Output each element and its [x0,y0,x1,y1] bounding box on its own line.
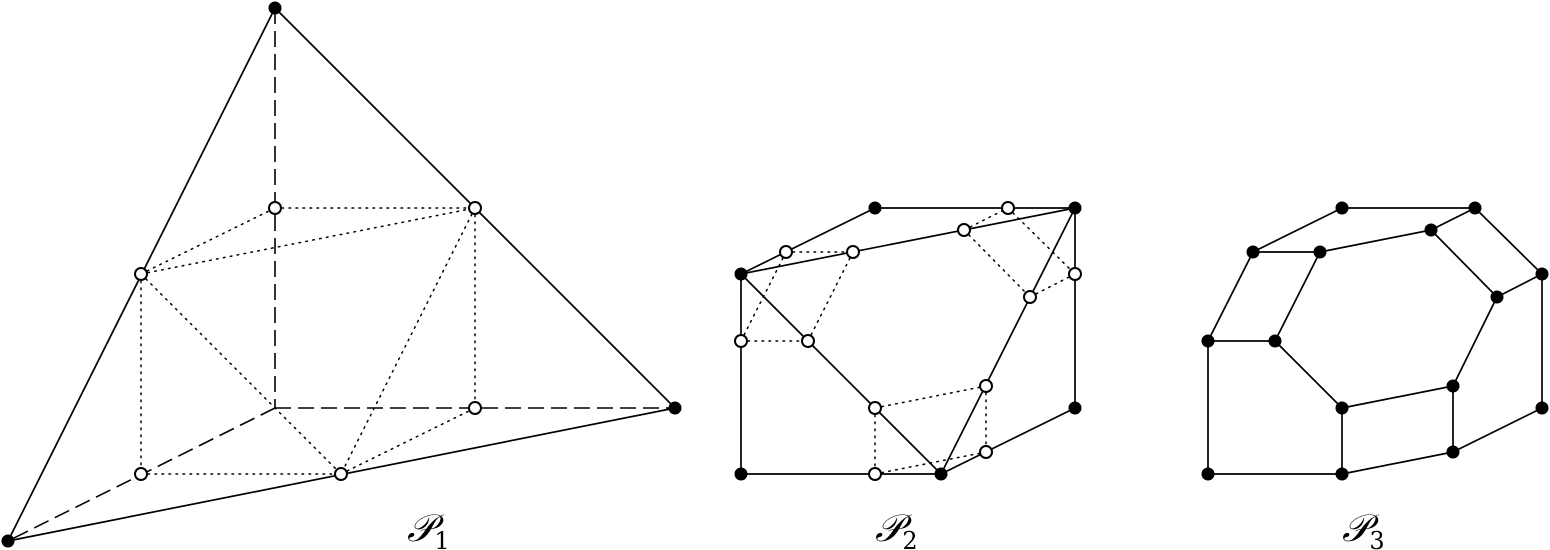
inner-edge [340,407,476,475]
vertex-filled [1335,467,1349,481]
edge [740,273,942,475]
edge [1319,229,1432,253]
edge [940,207,1076,475]
label-p1: 𝒫1 [407,506,450,550]
inner-edge [340,207,476,475]
vertex-filled [1424,223,1438,237]
vertex-filled [1490,290,1504,304]
inner-edge [740,251,787,342]
inner-edge [963,229,1031,298]
edge [1274,340,1343,409]
polytope-p3: 𝒫3 [1201,201,1549,550]
edge [740,207,876,275]
inner-edge [140,273,342,475]
vertex-open [846,245,860,259]
vertex-filled [734,467,748,481]
vertex-open [979,379,993,393]
edge [1207,251,1254,342]
vertex-filled [868,201,882,215]
edge [1274,251,1321,342]
inner-edge [874,385,987,409]
vertex-filled [1068,201,1082,215]
vertex-filled [934,467,948,481]
vertex-open [268,201,282,215]
vertex-open [1068,267,1082,281]
inner-edge [963,207,1009,231]
vertex-open [1023,290,1037,304]
vertex-filled [734,267,748,281]
vertex-open [979,445,993,459]
edge [1341,451,1454,475]
edge [1430,207,1476,231]
vertex-filled [1468,201,1482,215]
vertex-open [801,334,815,348]
vertex-filled [1446,379,1460,393]
vertex-filled [1268,334,1282,348]
inner-edge [874,451,987,475]
vertex-filled [1201,467,1215,481]
vertex-open [468,201,482,215]
edge [1452,407,1543,453]
polytope-p1: 𝒫1 [1,1,682,550]
vertex-open [334,467,348,481]
vertex-filled [1313,245,1327,259]
edge [1496,273,1543,298]
edge [1252,207,1343,253]
vertex-filled [1068,401,1082,415]
vertex-filled [1201,334,1215,348]
inner-edge [140,207,276,275]
vertex-open [468,401,482,415]
edge [1452,296,1498,387]
vertex-open [134,267,148,281]
edge [940,407,1076,475]
vertex-filled [1535,267,1549,281]
vertex-open [868,467,882,481]
vertex-filled [268,1,282,15]
polytope-p2: 𝒫2 [734,201,1082,550]
vertex-filled [1446,445,1460,459]
vertex-open [868,401,882,415]
label-p2: 𝒫2 [875,506,918,550]
vertex-open [957,223,971,237]
vertex-open [134,467,148,481]
inner-edge [1029,273,1076,298]
edge [1430,229,1498,298]
vertex-filled [668,401,682,415]
vertex-filled [1,534,15,548]
vertex-open [1001,201,1015,215]
inner-edge [140,207,476,275]
vertex-filled [1246,245,1260,259]
vertex-open [734,334,748,348]
vertex-open [779,245,793,259]
edge [1474,207,1543,275]
edge [740,207,1076,275]
vertex-filled [1335,201,1349,215]
inner-edge [1007,207,1076,275]
edge [1341,385,1454,409]
vertex-filled [1535,401,1549,415]
inner-edge [807,251,854,342]
vertex-filled [1335,401,1349,415]
label-p3: 𝒫3 [1342,506,1385,550]
